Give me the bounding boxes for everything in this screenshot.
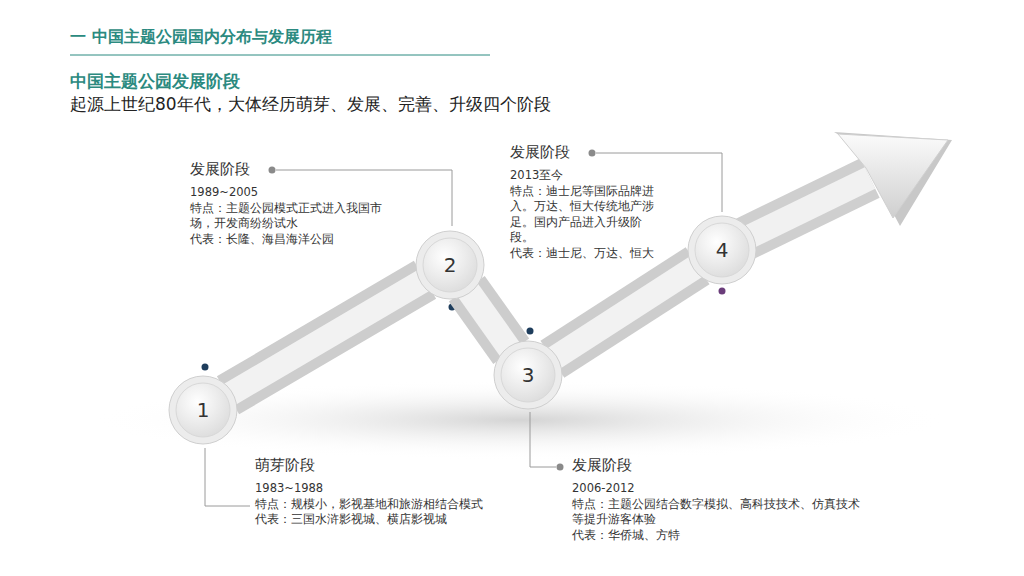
callout-number: 2 xyxy=(415,230,485,300)
text-group: 发展阶段 2013至今特点：迪士尼等国际品牌进入。万达、恒大传统地产涉足。国内产品… xyxy=(510,142,655,261)
callout-number: 1 xyxy=(168,375,238,445)
page-title: 一 中国主题公园国内分布与发展历程 xyxy=(70,27,332,48)
stage-detail: 特点：主题公园结合数字模拟、高科技技术、仿真技术等提升游客体验 xyxy=(572,497,864,528)
callout-number: 4 xyxy=(687,215,757,285)
stage-heading: 发展阶段 xyxy=(510,142,655,162)
stage-detail: 1989~2005 xyxy=(190,185,405,201)
header-rule xyxy=(70,55,490,56)
arrow-head xyxy=(722,132,952,250)
callout-number: 3 xyxy=(493,340,563,410)
band-connector xyxy=(228,280,425,396)
stage-detail: 1983~1988 xyxy=(255,481,520,497)
stage-detail: 代表：华侨城、方特 xyxy=(572,528,864,544)
section-subtitle: 起源上世纪80年代，大体经历萌芽、发展、完善、升级四个阶段 xyxy=(70,93,710,116)
stage-detail: 代表：长隆、海昌海洋公园 xyxy=(190,232,405,248)
stage-heading: 萌芽阶段 xyxy=(255,455,520,475)
text-group: 发展阶段 2006-2012特点：主题公园结合数字模拟、高科技技术、仿真技术等提升… xyxy=(572,455,864,543)
stage-circle: 1 xyxy=(168,375,238,445)
band-connector xyxy=(467,289,511,352)
stage-detail: 特点：规模小，影视基地和旅游相结合模式 xyxy=(255,497,520,513)
stage-detail: 2013至今 xyxy=(510,168,655,184)
text-group: 中国主题公园发展阶段起源上世纪80年代，大体经历萌芽、发展、完善、升级四个阶段 xyxy=(70,70,710,116)
stage-circle: 3 xyxy=(493,340,563,410)
text-group: 萌芽阶段 1983~1988特点：规模小，影视基地和旅游相结合模式代表：三国水浒影… xyxy=(255,455,520,528)
stage-detail: 2006-2012 xyxy=(572,481,864,497)
text-group: 发展阶段 1989~2005特点：主题公园模式正式进入我国市场，开发商纷纷试水代表… xyxy=(190,159,405,247)
stage-detail: 特点：主题公园模式正式进入我国市场，开发商纷纷试水 xyxy=(190,201,405,232)
stage-detail: 代表：三国水浒影视城、横店影视城 xyxy=(255,512,520,528)
stage-heading: 发展阶段 xyxy=(572,455,864,475)
stage-circle: 2 xyxy=(415,230,485,300)
section-heading: 中国主题公园发展阶段 xyxy=(70,70,710,93)
band-connector xyxy=(552,266,697,360)
stage-detail: 特点：迪士尼等国际品牌进入。万达、恒大传统地产涉足。国内产品进入升级阶段。 xyxy=(510,184,655,246)
stage-heading: 发展阶段 xyxy=(190,159,405,179)
stage-circle: 4 xyxy=(687,215,757,285)
stage-detail: 代表：迪士尼、万达、恒大 xyxy=(510,246,655,262)
